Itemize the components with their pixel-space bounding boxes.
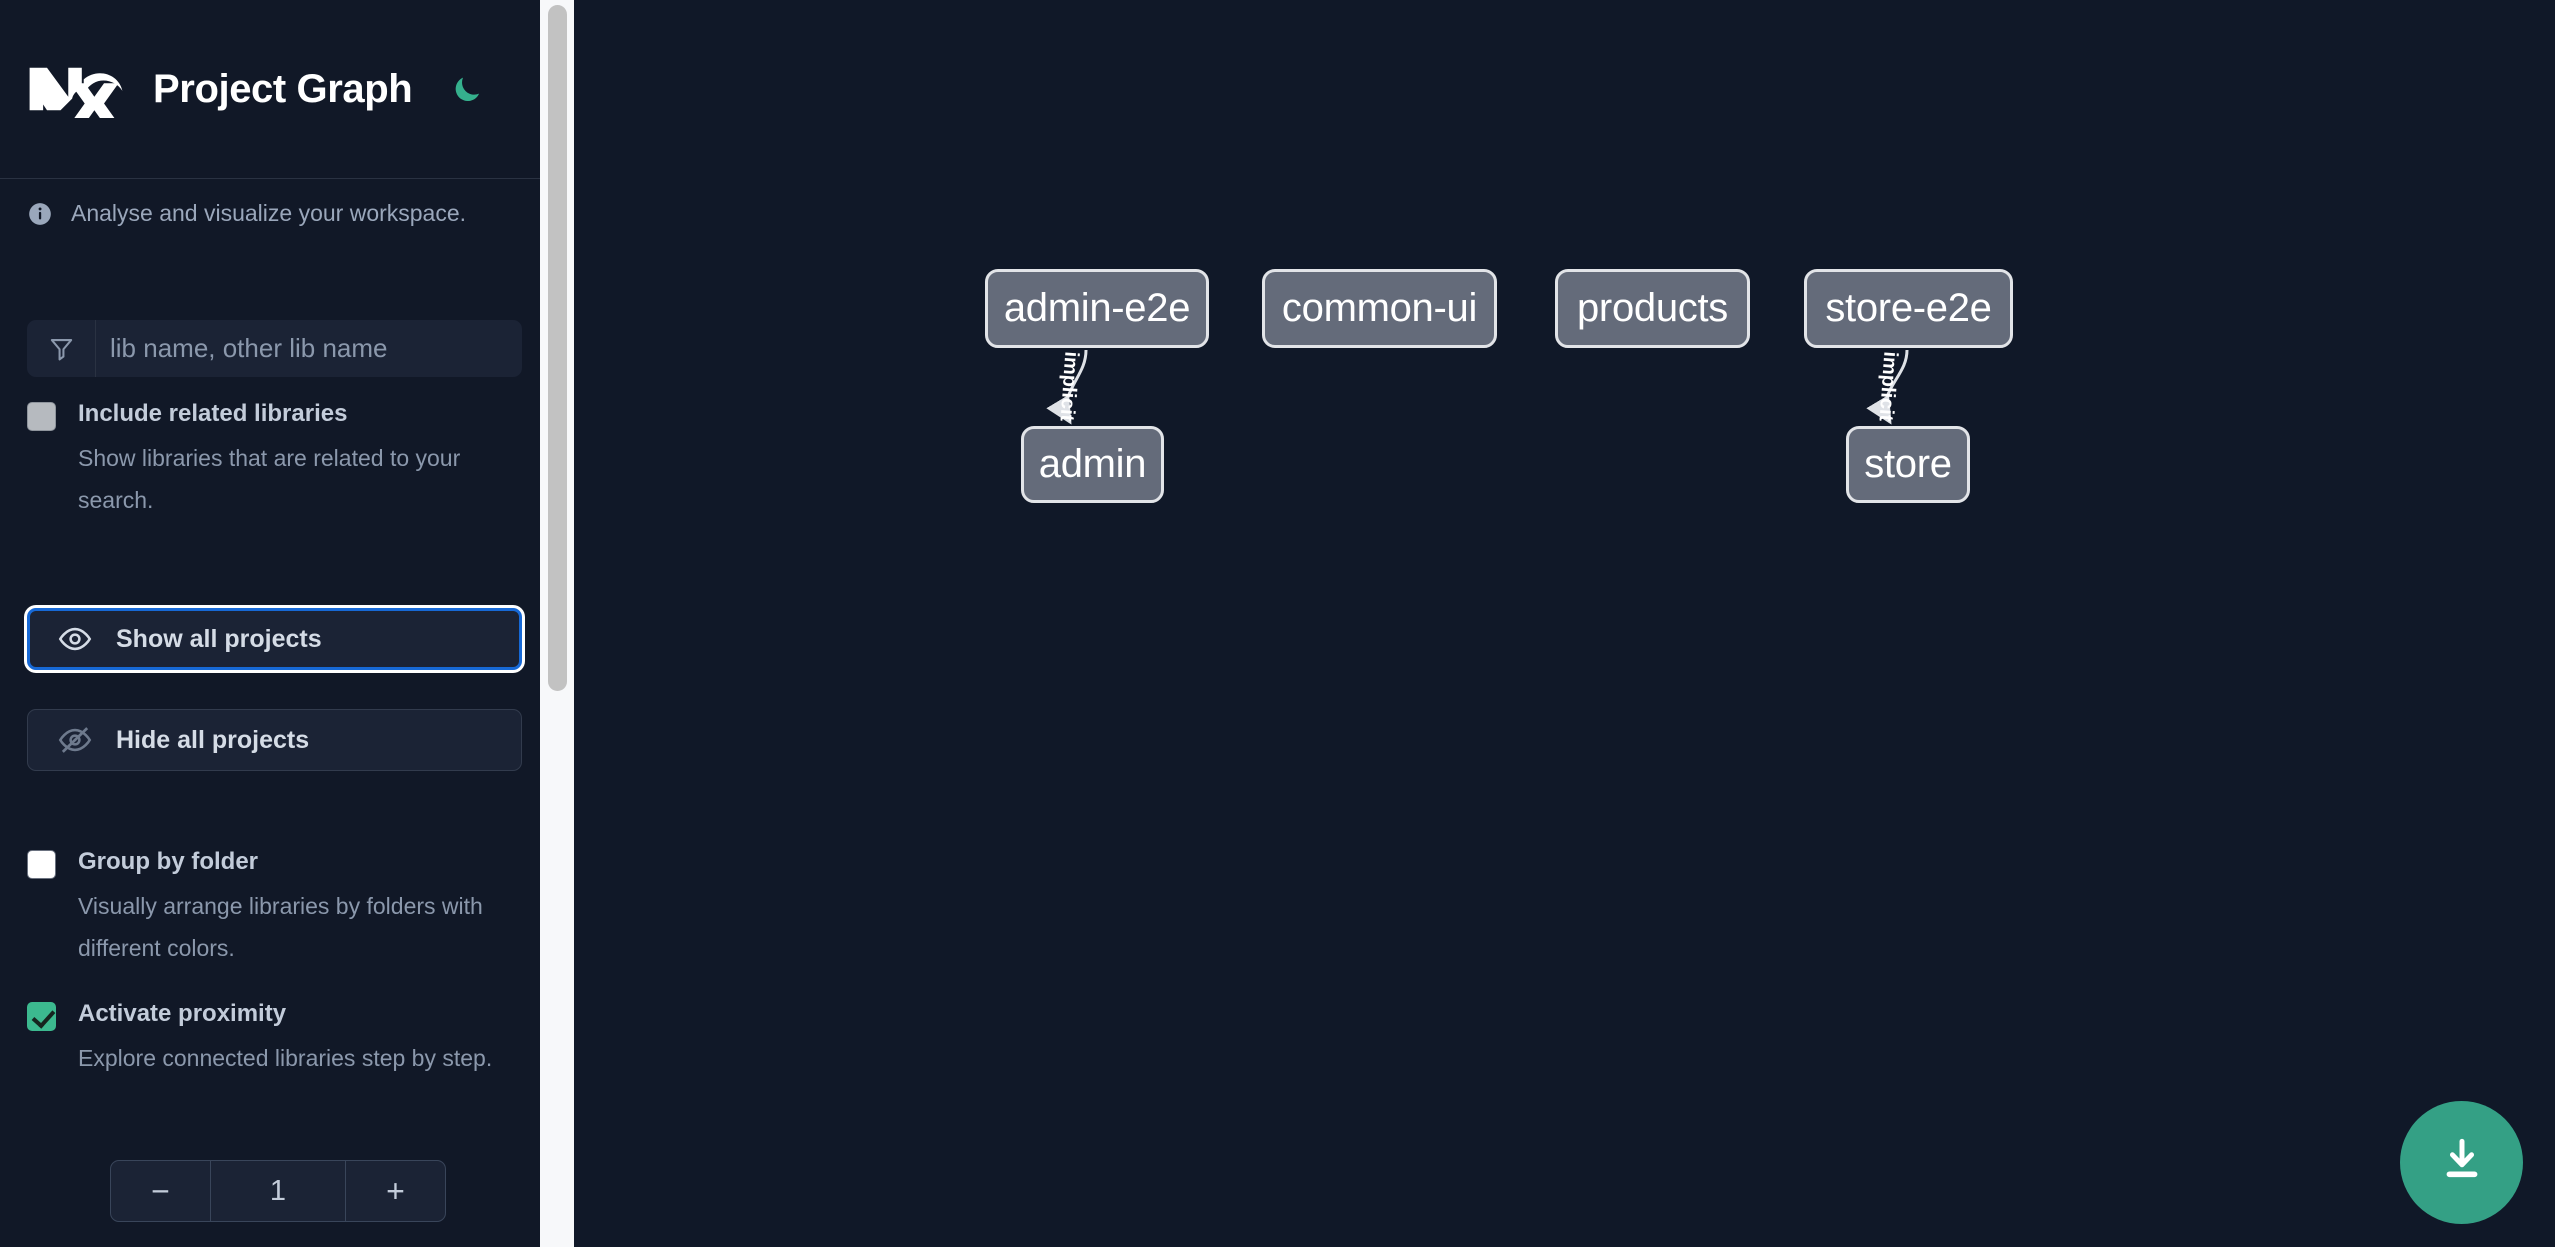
group-by-folder-checkbox[interactable] [27, 850, 56, 879]
proximity-increment-button[interactable]: + [345, 1161, 445, 1221]
option-include-related-libraries: Include related libraries Show libraries… [27, 400, 527, 521]
node-label: store [1864, 442, 1952, 486]
include-related-libraries-checkbox[interactable] [27, 402, 56, 431]
show-all-projects-button[interactable]: Show all projects [27, 608, 522, 670]
sidebar-scrollbar-thumb[interactable] [548, 5, 567, 691]
eye-off-icon [58, 723, 92, 757]
activate-proximity-checkbox[interactable] [27, 1002, 56, 1031]
node-label: admin-e2e [1003, 286, 1191, 330]
download-icon [2436, 1134, 2488, 1191]
node-label: common-ui [1281, 286, 1478, 330]
graph-node-store-e2e[interactable]: store-e2e [1804, 269, 2013, 348]
project-graph-canvas[interactable]: implicit implicit admin-e2e common-ui pr… [574, 0, 2555, 1247]
sidebar: Project Graph Analyse and visualize your… [0, 0, 555, 1247]
filter-icon [27, 320, 96, 377]
option-activate-proximity: Activate proximity Explore connected lib… [27, 1000, 527, 1079]
graph-node-admin-e2e[interactable]: admin-e2e [985, 269, 1209, 348]
option-title: Activate proximity [78, 1000, 287, 1027]
graph-node-store[interactable]: store [1846, 426, 1970, 503]
proximity-value: 1 [269, 1174, 287, 1207]
node-label: products [1576, 286, 1729, 330]
option-description: Visually arrange libraries by folders wi… [78, 893, 483, 961]
svg-text:implicit: implicit [1056, 351, 1083, 423]
svg-text:implicit: implicit [1875, 351, 1902, 423]
info-icon [27, 201, 53, 227]
graph-node-admin[interactable]: admin [1021, 426, 1164, 503]
show-all-projects-label: Show all projects [116, 624, 322, 653]
proximity-stepper: − 1 + [110, 1160, 446, 1222]
proximity-decrement-button[interactable]: − [111, 1161, 211, 1221]
tagline: Analyse and visualize your workspace. [27, 200, 537, 227]
graph-node-products[interactable]: products [1555, 269, 1750, 348]
option-title: Group by folder [78, 848, 258, 875]
moon-icon[interactable] [448, 70, 486, 108]
nx-logo [27, 60, 125, 124]
tagline-text: Analyse and visualize your workspace. [71, 200, 467, 226]
hide-all-projects-label: Hide all projects [116, 725, 310, 754]
page-title: Project Graph [153, 66, 413, 111]
option-description: Show libraries that are related to your … [78, 445, 461, 513]
search-input[interactable] [96, 320, 522, 377]
node-label: store-e2e [1825, 286, 1992, 330]
download-image-button[interactable] [2400, 1101, 2523, 1224]
node-label: admin [1038, 442, 1147, 486]
option-description: Explore connected libraries step by step… [78, 1045, 493, 1071]
search-field[interactable] [27, 320, 522, 377]
brand-header: Project Graph [0, 0, 555, 178]
option-title: Include related libraries [78, 400, 348, 427]
eye-icon [58, 622, 92, 656]
option-group-by-folder: Group by folder Visually arrange librari… [27, 848, 527, 969]
graph-node-common-ui[interactable]: common-ui [1262, 269, 1497, 348]
hide-all-projects-button[interactable]: Hide all projects [27, 709, 522, 771]
header-divider [0, 178, 555, 179]
graph-edges: implicit implicit [1046, 349, 1909, 425]
